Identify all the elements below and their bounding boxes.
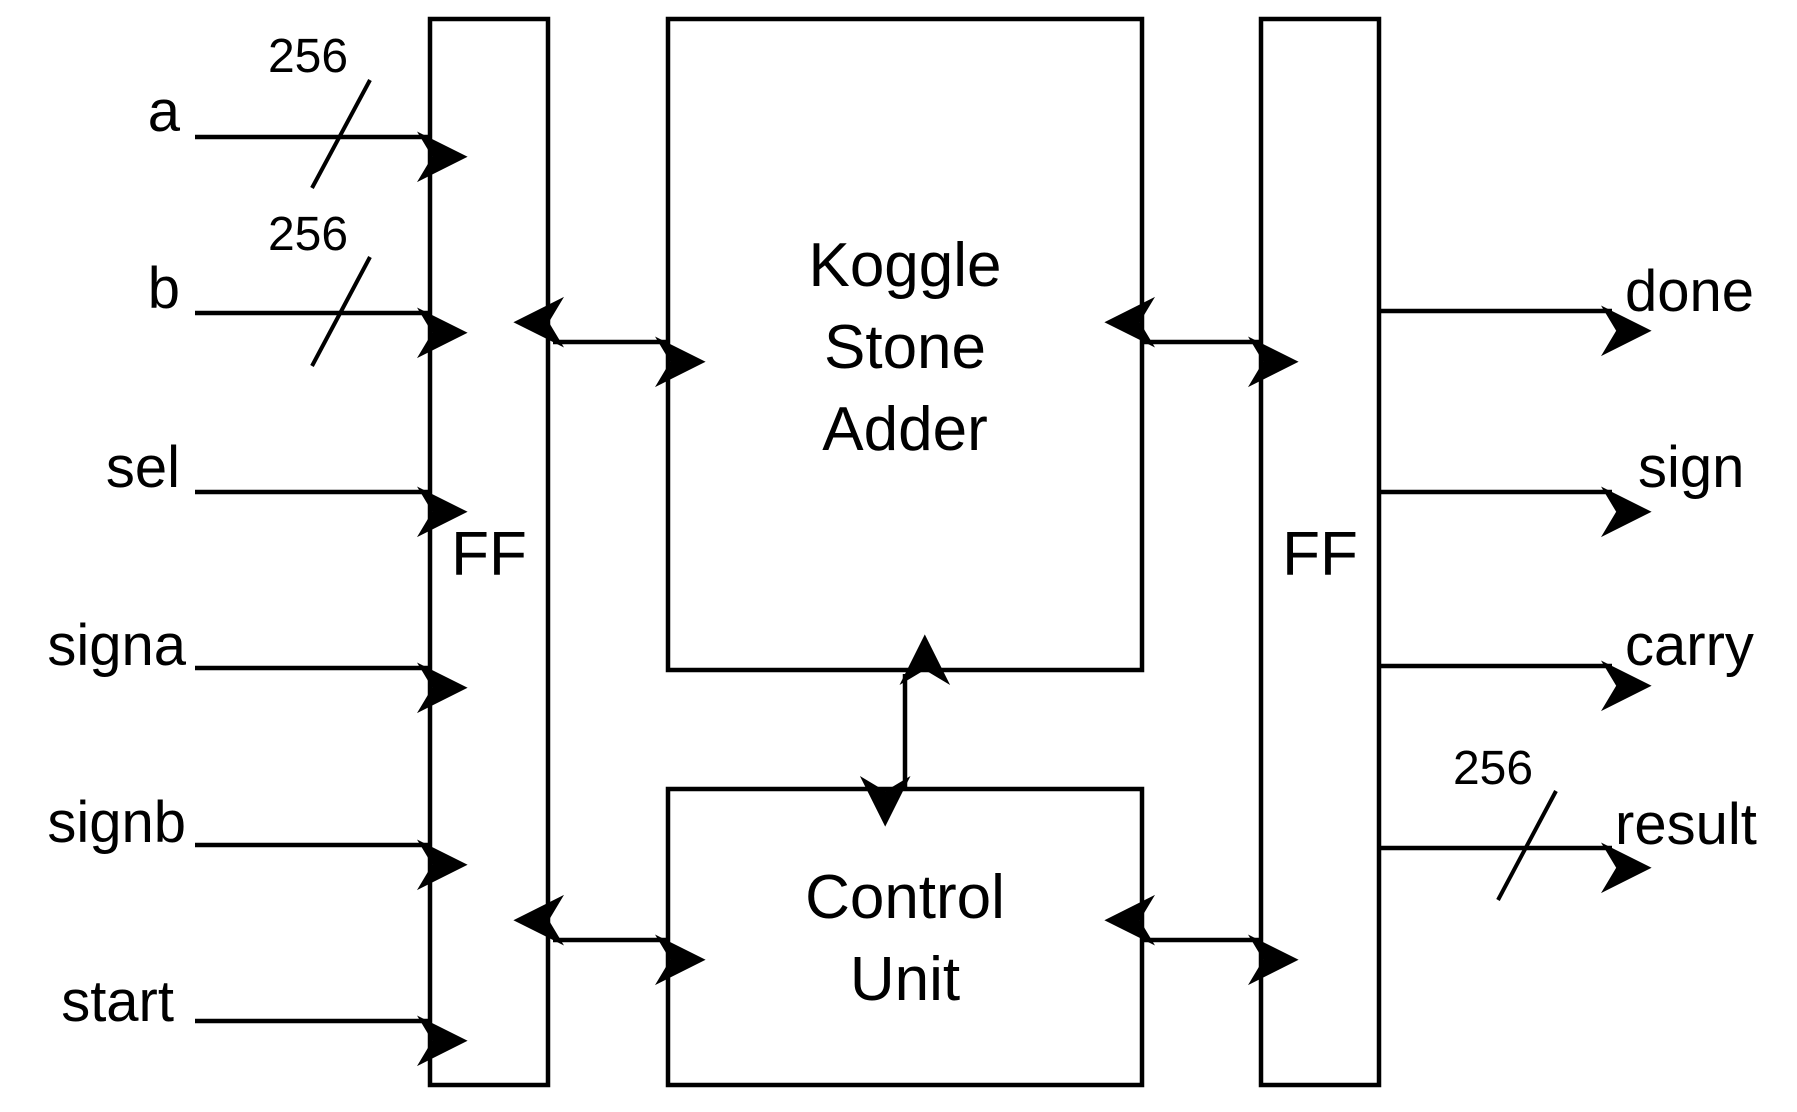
input-label-b: b <box>148 256 180 321</box>
bus-slash-b <box>310 256 372 367</box>
input-label-signb: signb <box>47 790 186 855</box>
output-label-carry: carry <box>1625 613 1754 678</box>
input-label-start: start <box>61 969 174 1034</box>
input-label-sel: sel <box>106 435 180 500</box>
control-label-line-2: Unit <box>850 945 960 1014</box>
ff-in-label: FF <box>451 520 527 589</box>
output-label-sign: sign <box>1638 435 1744 500</box>
output-flipflop-block <box>1258 16 1382 1088</box>
adder-label-line-2: Stone <box>824 313 986 382</box>
output-result-width: 256 <box>1453 742 1533 795</box>
adder-label-line-3: Adder <box>822 395 987 464</box>
bus-slash-a <box>310 79 372 189</box>
ff-out-label: FF <box>1282 520 1358 589</box>
input-label-a: a <box>148 79 181 144</box>
input-a-width: 256 <box>268 30 348 83</box>
input-label-signa: signa <box>47 613 186 678</box>
output-label-result: result <box>1615 792 1757 857</box>
control-label-line-1: Control <box>805 863 1005 932</box>
output-label-done: done <box>1625 259 1754 324</box>
adder-label-line-1: Koggle <box>808 231 1001 300</box>
bus-slash-result <box>1496 790 1558 901</box>
control-unit-block <box>665 786 1145 1088</box>
input-flipflop-block <box>427 16 551 1088</box>
input-b-width: 256 <box>268 208 348 261</box>
